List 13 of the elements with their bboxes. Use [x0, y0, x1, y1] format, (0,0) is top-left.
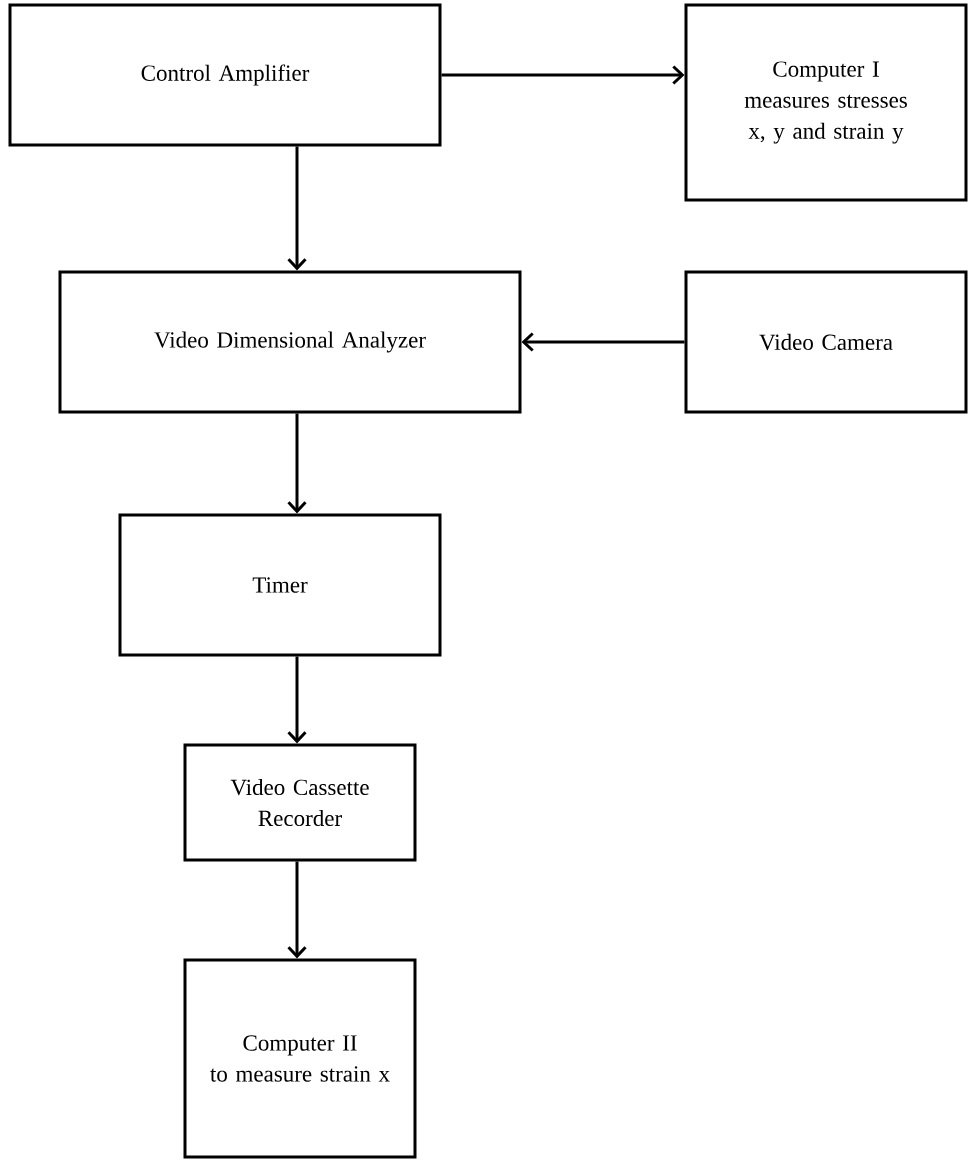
arrow: [287, 656, 307, 744]
process-box: Video Camera: [684, 270, 968, 414]
process-box: Video Dimensional Analyzer: [58, 270, 522, 414]
arrow: [521, 332, 685, 352]
arrow: [287, 413, 307, 514]
process-box: Computer II to measure strain x: [183, 958, 417, 1159]
process-box: Timer: [118, 513, 442, 657]
arrow: [287, 146, 307, 271]
process-box: Control Amplifier: [8, 3, 442, 147]
arrow: [441, 65, 685, 85]
process-box: Video Cassette Recorder: [183, 743, 417, 862]
process-box: Computer I measures stresses x, y and strain y: [684, 3, 968, 202]
arrow: [287, 861, 307, 959]
